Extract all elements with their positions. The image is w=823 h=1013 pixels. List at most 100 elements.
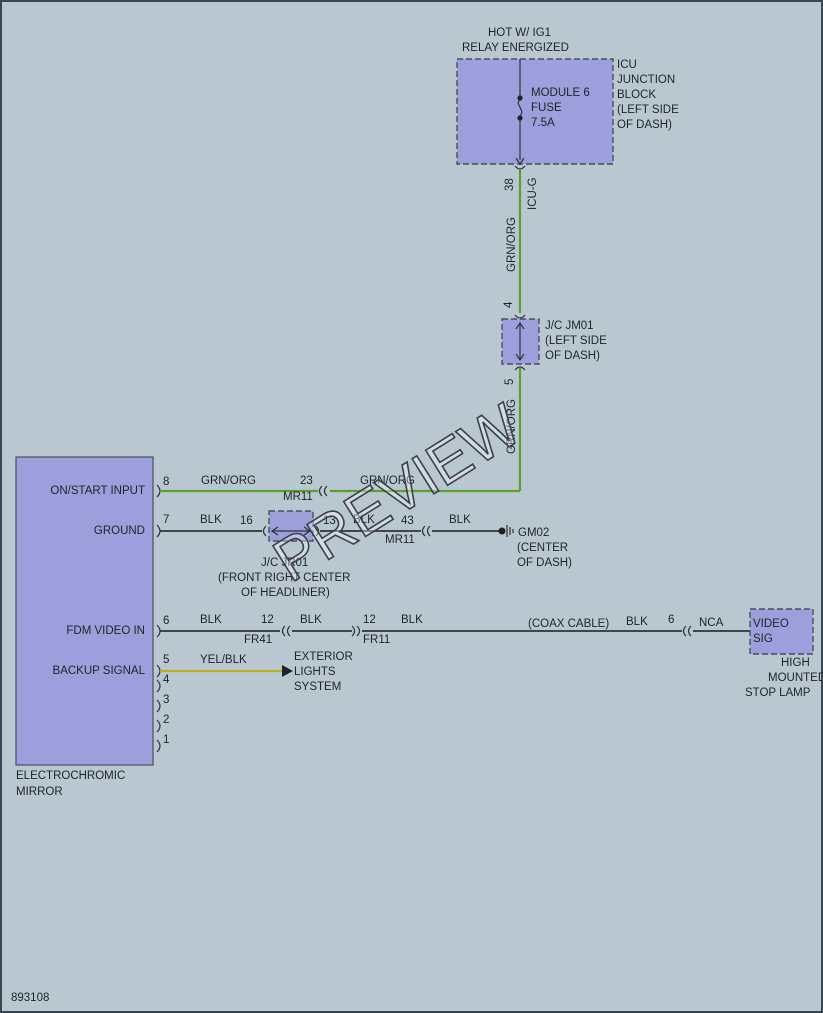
stop-lamp-label-line: HIGH — [781, 657, 810, 669]
pin-number: 1 — [163, 734, 169, 746]
electrochromic-mirror: ON/START INPUT GROUND FDM VIDEO IN BACKU… — [15, 456, 154, 798]
backup-circuit: YEL/BLK EXTERIOR LIGHTS SYSTEM — [160, 651, 353, 693]
jc-jr01-name: J/C JR01 — [261, 557, 308, 569]
pin-number: 4 — [503, 301, 515, 308]
icu-label-line: (LEFT SIDE — [617, 104, 679, 116]
pin-number: 5 — [504, 379, 516, 385]
jc-jm01: J/C JM01 (LEFT SIDE OF DASH) — [501, 318, 607, 365]
wire-type-label: (COAX CABLE) — [528, 618, 609, 630]
fuse-terminal-bottom — [517, 115, 523, 121]
pin-number: 38 — [504, 178, 516, 191]
icu-label-line: OF DASH) — [617, 119, 672, 131]
connector-label: MR11 — [283, 491, 313, 503]
connector-label: MR11 — [385, 534, 415, 546]
pin-number: 4 — [163, 674, 170, 686]
jc-jr01-box — [268, 510, 314, 542]
jc-jm01-connector-bottom — [514, 366, 526, 371]
stop-lamp-pin-label: SIG — [753, 633, 773, 645]
mirror-pin-label: FDM VIDEO IN — [66, 625, 145, 637]
wire-color-label: GRN/ORG — [506, 399, 518, 454]
exterior-lights-label-line: LIGHTS — [294, 666, 336, 678]
on-start-circuit: GRN/ORG GRN/ORG 23 MR11 — [160, 475, 520, 503]
fuse-label-line: MODULE 6 — [531, 87, 590, 99]
stop-lamp-pin-label: VIDEO — [753, 618, 789, 630]
fr41-connector-symbol — [281, 625, 286, 637]
wire-color-label: GRN/ORG — [506, 217, 518, 272]
fr11-connector-symbol — [351, 625, 356, 637]
arrow-down-icon — [515, 157, 525, 166]
pin-number: 6 — [163, 615, 169, 627]
pin-number: 43 — [401, 515, 414, 527]
wire-color-label: YEL/BLK — [200, 654, 247, 666]
pin-number: 2 — [163, 714, 169, 726]
jc-jr01-label-line: (FRONT RIGHT CENTER — [218, 572, 350, 584]
arrow-right-icon — [303, 526, 312, 536]
jc-jr01-connector-symbol — [262, 525, 267, 537]
wire-color-label: BLK — [200, 614, 222, 626]
icu-label-line: BLOCK — [617, 89, 656, 101]
pin-number: 23 — [300, 475, 313, 487]
exterior-lights-label-line: SYSTEM — [294, 681, 341, 693]
ground-circuit: BLK BLK BLK 16 13 43 MR11 J/C JR01 (FRON… — [160, 510, 572, 599]
pin-connector-symbol — [156, 719, 161, 733]
mr11-connector-symbol — [318, 485, 323, 497]
figure-id: 893108 — [11, 992, 49, 1004]
high-mounted-stop-lamp: VIDEO SIG HIGH MOUNTED STOP LAMP — [745, 608, 823, 699]
mirror-pin-label: ON/START INPUT — [50, 485, 145, 497]
pin-number: 16 — [240, 515, 253, 527]
exterior-lights-label-line: EXTERIOR — [294, 651, 353, 663]
pin-connector-symbol — [156, 699, 161, 713]
wire-color-label: BLK — [449, 514, 471, 526]
icu-label-line: ICU — [617, 59, 637, 71]
mr11-connector-symbol — [421, 525, 426, 537]
stop-lamp-label-line: MOUNTED — [768, 672, 823, 684]
fr41-connector-symbol — [286, 625, 291, 637]
jc-jm01-label-line: (LEFT SIDE — [545, 335, 607, 347]
stop-lamp-label-line: STOP LAMP — [745, 687, 811, 699]
relay-label-line: RELAY ENERGIZED — [462, 42, 569, 54]
fuse-terminal-top — [517, 95, 523, 101]
pin-connector-symbol — [156, 739, 161, 753]
mirror-name-line: MIRROR — [16, 786, 63, 798]
pin-number: 12 — [363, 614, 376, 626]
arrow-left-icon — [270, 526, 279, 536]
pin-number: 13 — [323, 515, 336, 527]
ground-label-line: OF DASH) — [517, 557, 572, 569]
jc-jm01-label-line: OF DASH) — [545, 350, 600, 362]
pin-number: 5 — [163, 654, 169, 666]
wire-color-label: BLK — [353, 514, 375, 526]
relay-label-line: HOT W/ IG1 — [488, 27, 551, 39]
connector-label: ICU-G — [527, 177, 539, 210]
icu-junction-block: MODULE 6 FUSE 7.5A ICU JUNCTION BLOCK (L… — [456, 27, 679, 166]
wire-color-label: BLK — [200, 514, 222, 526]
pin-number: 8 — [163, 476, 169, 488]
connector-label: FR11 — [363, 634, 390, 646]
mr11-connector-symbol — [426, 525, 431, 537]
pin-number: 6 — [668, 614, 674, 626]
ground-label-line: GM02 — [518, 527, 549, 539]
nca-connector-symbol — [687, 625, 692, 637]
pin-number: 3 — [163, 694, 169, 706]
pin-number: 7 — [163, 514, 169, 526]
mirror-pin-label: GROUND — [94, 525, 145, 537]
icu-label-line: JUNCTION — [617, 74, 675, 86]
fuse-icon — [517, 99, 523, 117]
connector-label: FR41 — [244, 634, 272, 646]
nca-connector-symbol — [682, 625, 687, 637]
jc-jm01-label-line: J/C JM01 — [545, 320, 594, 332]
mirror-box — [15, 456, 154, 766]
jc-jr01-label-line: OF HEADLINER) — [241, 587, 330, 599]
arrow-down-icon — [515, 353, 525, 362]
ground-splice-dot — [498, 527, 506, 535]
video-circuit: BLK BLK BLK BLK (COAX CABLE) 12 12 6 FR4… — [160, 614, 750, 646]
pin-connector-symbol — [156, 679, 161, 693]
wire-color-label: GRN/ORG — [201, 475, 256, 487]
wire-color-label: BLK — [300, 614, 322, 626]
fr11-connector-symbol — [356, 625, 361, 637]
wire-color-label: GRN/ORG — [360, 475, 415, 487]
wire-color-label: BLK — [626, 616, 648, 628]
pin-number: 12 — [261, 614, 274, 626]
fuse-label-line: 7.5A — [531, 117, 555, 129]
ground-label-line: (CENTER — [517, 542, 568, 554]
icu-g-connector-symbol — [514, 165, 526, 170]
